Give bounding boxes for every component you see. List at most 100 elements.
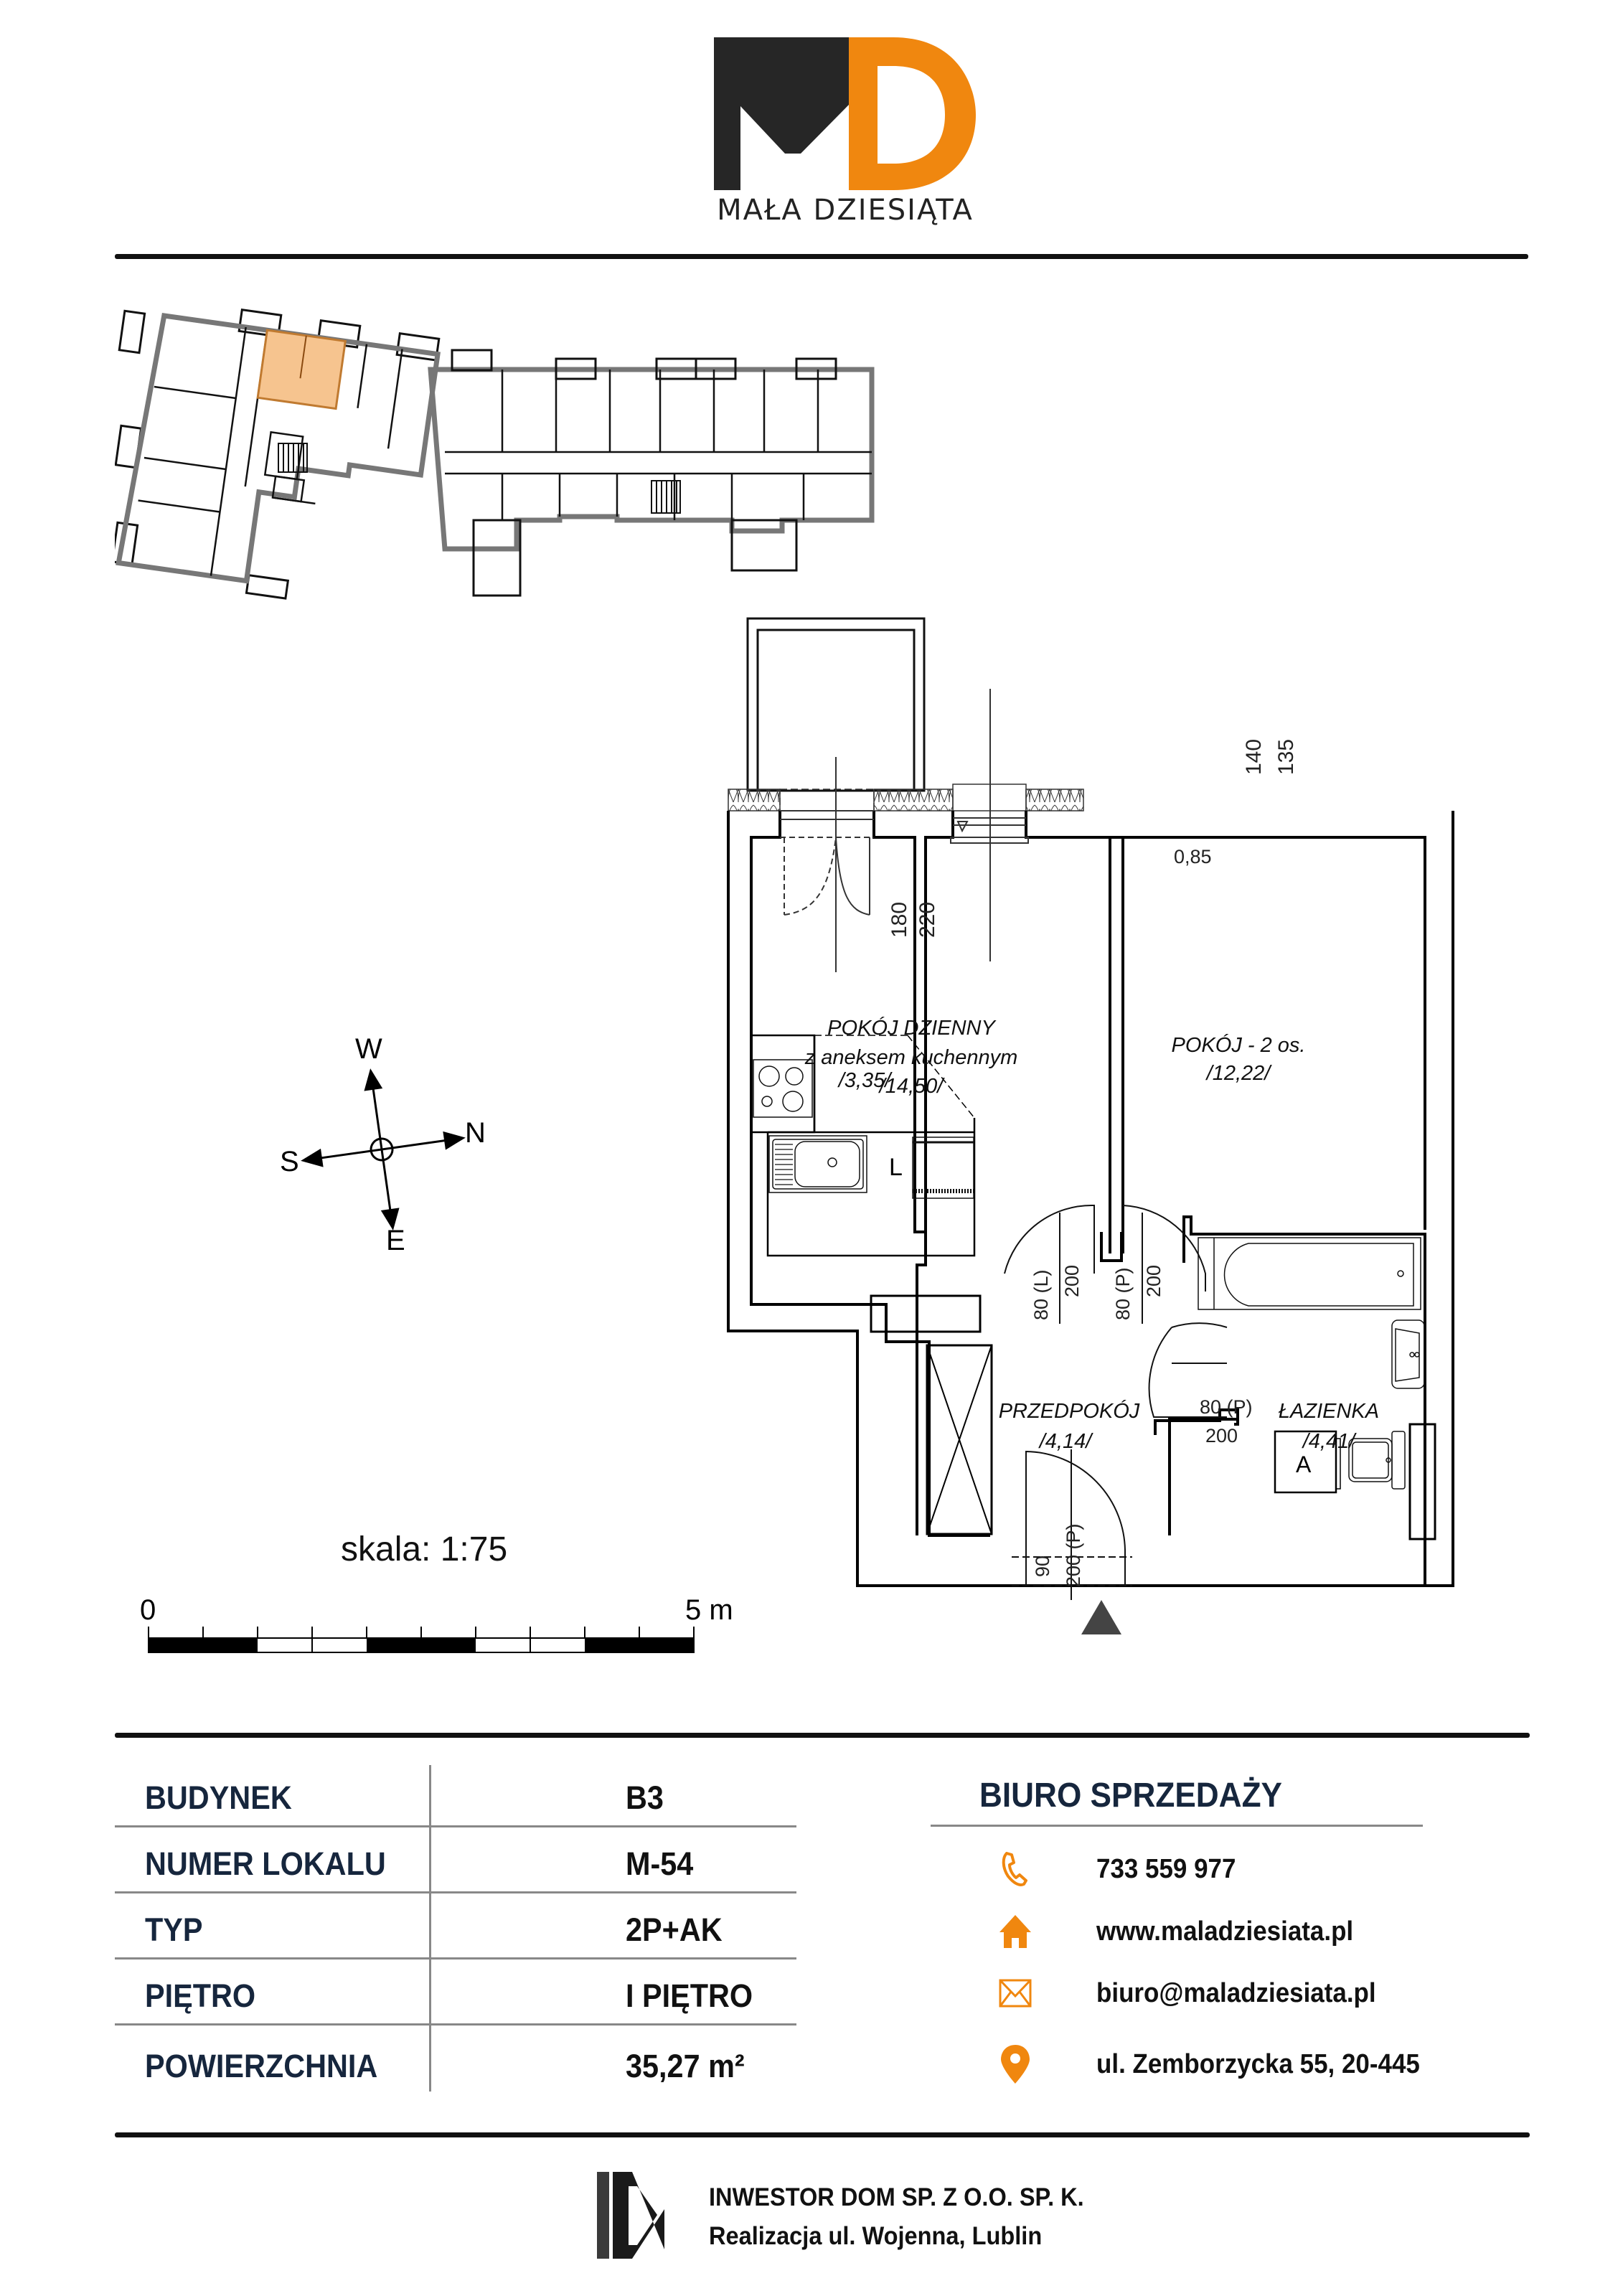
info-value: M-54 [626,1845,694,1882]
key-plan-balcony [395,331,441,362]
info-value: I PIĘTRO [626,1977,753,2014]
washing-machine [1274,1430,1341,1494]
toilet [1348,1423,1436,1540]
contact-text: biuro@maladziesiata.pl [1096,1977,1376,2008]
bedroom-window [950,689,1029,961]
facade-insulation [728,789,1084,811]
scale-label: skala: 1:75 [341,1530,508,1568]
header-divider [115,254,1528,259]
shelf [870,1294,982,1333]
brand-name: MAŁA DZIESIĄTA [717,194,974,227]
logo-letter-m [714,37,849,190]
contact-website[interactable]: www.maladziesiata.pl [990,1910,1375,1953]
washbasin [1391,1319,1425,1389]
key-plan-stairs [278,443,308,473]
apartment-info-table: BUDYNEK B3 NUMER LOKALU M-54 TYP 2P+AK P… [115,1761,796,2094]
contact-text: 733 559 977 [1096,1853,1236,1884]
info-label: POWIERZCHNIA [145,2048,378,2084]
info-value: B3 [626,1779,664,1816]
dim-sill-height: 0,85 [1174,846,1212,867]
room-name-bathroom: ŁAZIENKA [1279,1400,1379,1423]
dim-balcony-door-2: 220 [916,902,939,938]
contact-text: ul. Zemborzycka 55, 20-445 [1096,2048,1420,2079]
dim-door-room-w: 80 (P) [1112,1267,1134,1320]
info-divider-top [115,1733,1530,1738]
dim-door-living-h: 200 [1061,1265,1083,1297]
scale-bar [148,1627,695,1653]
phone-icon [990,1849,1040,1889]
scale-segment [149,1638,258,1652]
kitchen-sink [768,1135,867,1193]
mail-icon [990,1973,1040,2013]
location-pin-icon [990,2044,1040,2084]
door-swings [1004,1204,1228,1600]
contact-email[interactable]: biuro@maladziesiata.pl [990,1972,1401,2015]
building-key-plan [115,308,875,600]
contact-address[interactable]: ul. Zemborzycka 55, 20-445 [990,2043,1448,2086]
bathtub [1198,1237,1421,1310]
room-area-kitchen: /3,35/ [837,1069,893,1092]
living-room-walls [750,811,990,1537]
key-plan-right-wing [428,349,875,597]
compass-label-w: W [355,1033,382,1065]
scale-segment [367,1638,476,1652]
scale-end-label: 5 m [685,1594,733,1626]
dim-door-living-w: 80 (L) [1030,1269,1052,1320]
key-plan-wing-outline [116,313,441,584]
home-icon [990,1911,1040,1952]
investor-logo [597,2172,664,2259]
bathroom-walls [1154,1215,1426,1586]
info-label: NUMER LOKALU [145,1845,386,1882]
info-column-divider [429,1765,431,2092]
compass-arrow-west [364,1068,383,1091]
dim-window-2: 135 [1274,739,1298,775]
footer-divider [115,2132,1530,2137]
info-row-floor: PIĘTRO I PIĘTRO [115,1959,796,2026]
room-name-bedroom: POKÓJ - 2 os. [1172,1033,1306,1057]
info-row-building: BUDYNEK B3 [115,1761,796,1827]
balcony-door [780,757,874,972]
entrance-marker [1081,1600,1121,1634]
key-plan-balcony [237,308,283,338]
scale-segment [585,1638,694,1652]
dim-entry-door-h: 200 (P) [1063,1523,1084,1587]
dim-door-bath-h: 200 [1205,1425,1238,1446]
apartment-floor-plan: L [727,617,1454,1634]
info-label: TYP [145,1911,203,1948]
investor-project-location: Realizacja ul. Wojenna, Lublin [709,2222,1043,2250]
key-plan-balcony [245,573,290,600]
washer-label: A [1296,1452,1312,1477]
dim-door-room-h: 200 [1143,1265,1165,1297]
dim-window-1: 140 [1242,739,1266,775]
md-logo-mark [714,37,976,190]
logo-letter-d [849,37,976,190]
info-label: BUDYNEK [145,1779,292,1816]
compass-label-n: N [465,1117,486,1149]
compass-label-s: S [280,1146,299,1177]
info-value: 35,27 m² [626,2048,745,2084]
room-area-living: /14,50/ [878,1075,946,1098]
info-row-unit-number: NUMER LOKALU M-54 [115,1827,796,1893]
room-area-bedroom: /12,22/ [1205,1062,1273,1085]
contact-text: www.maladziesiata.pl [1096,1916,1354,1947]
outer-wall [727,811,1454,1587]
compass-arrow-east [380,1208,400,1231]
dim-balcony-door-1: 180 [888,902,911,938]
sales-office-title: BIURO SPRZEDAŻY [979,1777,1283,1815]
compass-rose: W N S E [280,1033,486,1256]
wardrobe [926,1344,993,1535]
bedroom-walls [924,811,1426,1262]
compass-arrow-south [301,1148,324,1167]
room-subtitle-living: z aneksem kuchennym [804,1046,1018,1069]
compass-arrow-north [443,1131,466,1150]
sales-office-divider [931,1825,1423,1827]
kitchen-annex [751,1034,976,1257]
info-row-type: TYP 2P+AK [115,1893,796,1959]
room-name-living: POKÓJ DZIENNY [827,1016,997,1040]
dim-entry-door-w: 90 [1032,1556,1053,1577]
fridge-label: L [889,1154,903,1181]
room-area-hallway: /4,14/ [1038,1430,1093,1453]
room-name-hallway: PRZEDPOKÓJ [999,1399,1140,1423]
key-plan-balcony [118,309,146,354]
contact-phone[interactable]: 733 559 977 [990,1848,1248,1891]
